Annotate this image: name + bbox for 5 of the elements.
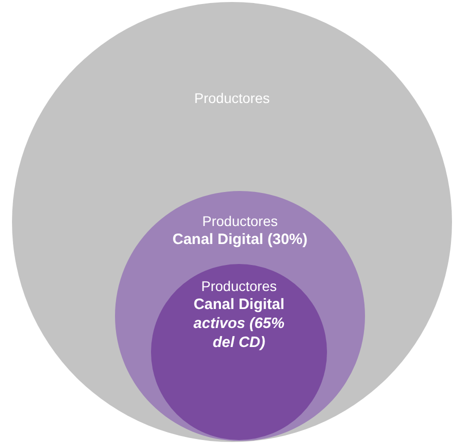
group-label: Canal Digital (30%) (171, 230, 309, 249)
heading-label: Productores (200, 278, 278, 294)
heading-label: Productores (193, 90, 271, 106)
heading-label: Productores (201, 213, 279, 229)
group-label: Canal Digital activos (65% del CD) (192, 295, 286, 352)
